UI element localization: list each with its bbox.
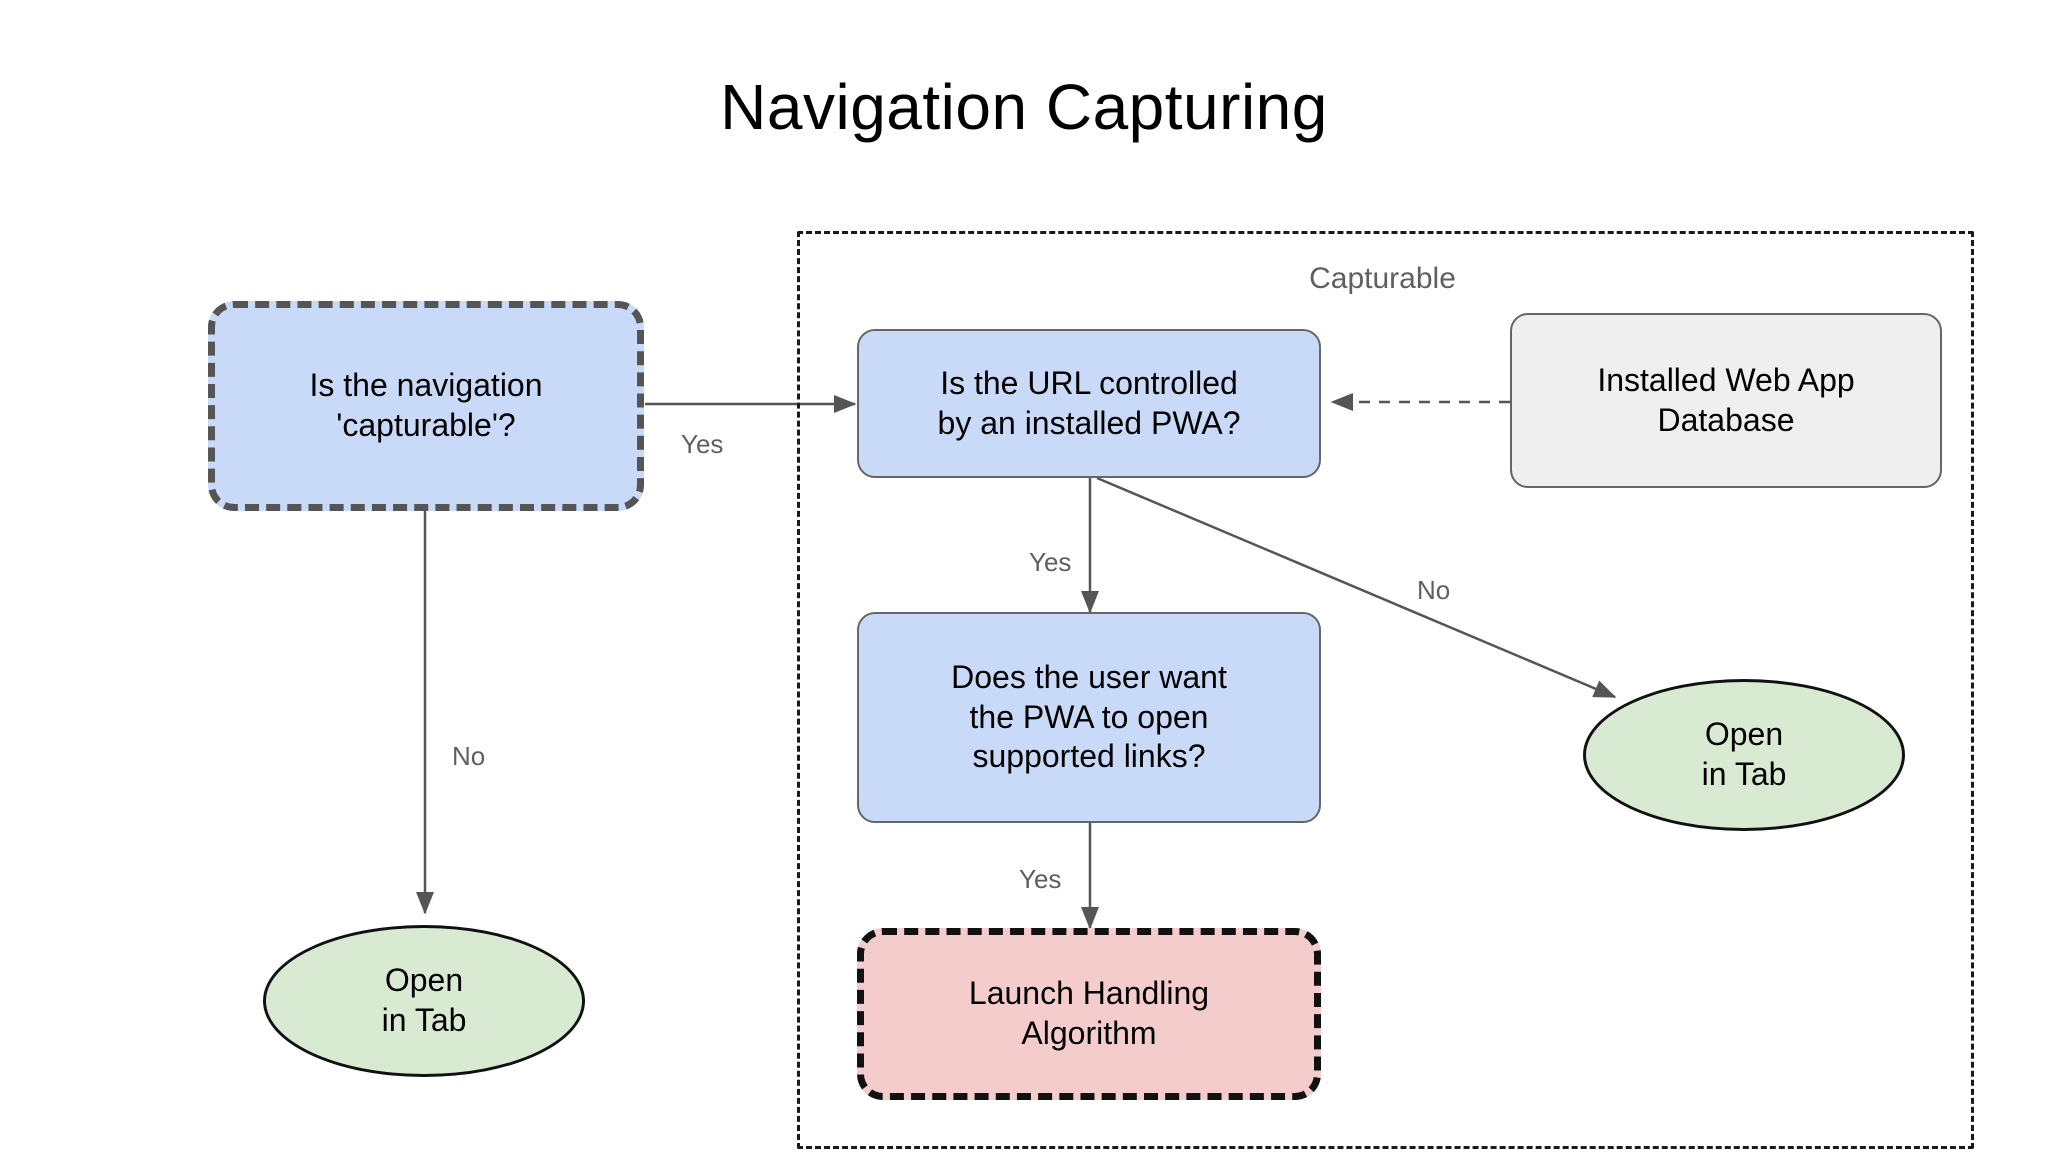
edge-label-url-yes: Yes xyxy=(1029,547,1072,577)
node-is-capturable-label: Is the navigation 'capturable'? xyxy=(309,367,543,443)
node-open-in-tab-left[interactable]: Open in Tab xyxy=(263,925,585,1077)
node-open-in-tab-right-label: Open in Tab xyxy=(1701,716,1787,792)
node-launch-handling-algorithm-label: Launch Handling Algorithm xyxy=(968,975,1210,1051)
node-open-in-tab-left-label: Open in Tab xyxy=(381,962,467,1038)
node-launch-handling-algorithm[interactable]: Launch Handling Algorithm xyxy=(857,928,1321,1100)
edge-label-capturable-no: No xyxy=(452,741,486,771)
node-is-capturable[interactable]: Is the navigation 'capturable'? xyxy=(208,301,644,511)
node-web-app-database[interactable]: Installed Web App Database xyxy=(1510,313,1942,488)
node-web-app-database-label: Installed Web App Database xyxy=(1597,361,1855,438)
node-open-in-tab-right[interactable]: Open in Tab xyxy=(1583,679,1905,831)
node-url-controlled[interactable]: Is the URL controlled by an installed PW… xyxy=(857,329,1321,478)
capturable-group xyxy=(797,231,1974,1149)
edge-label-capturable-yes: Yes xyxy=(681,429,724,459)
node-url-controlled-label: Is the URL controlled by an installed PW… xyxy=(937,364,1241,441)
node-user-wants-label: Does the user want the PWA to open suppo… xyxy=(951,658,1227,775)
edge-label-url-no: No xyxy=(1417,575,1451,605)
page-title: Navigation Capturing xyxy=(720,71,1328,143)
capturable-group-label: Capturable xyxy=(1309,262,1456,295)
node-user-wants[interactable]: Does the user want the PWA to open suppo… xyxy=(857,612,1321,823)
edge-label-user-yes: Yes xyxy=(1019,864,1062,894)
